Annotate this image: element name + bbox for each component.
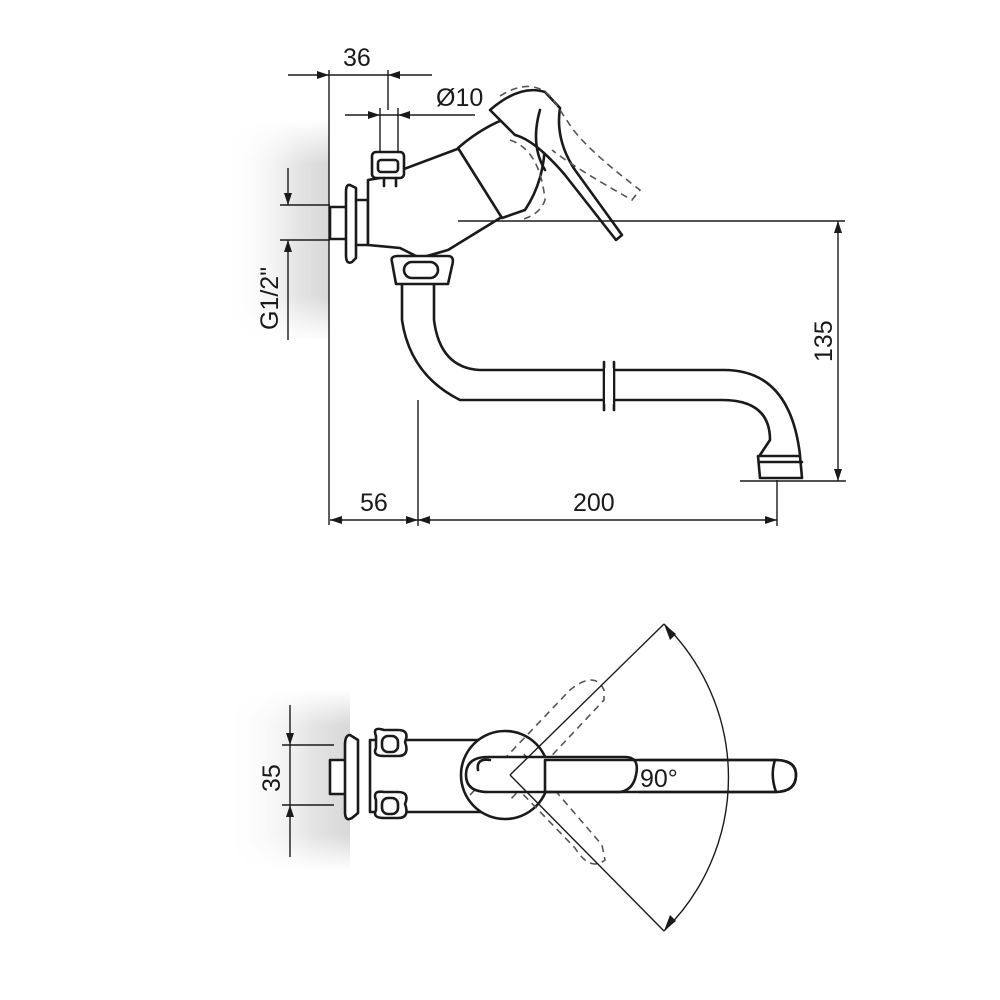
height-label: 135 xyxy=(810,320,838,362)
thread-label: G1/2" xyxy=(256,267,284,330)
diameter-label: Ø10 xyxy=(436,84,483,112)
reach-label: 200 xyxy=(573,489,615,517)
width-label: 35 xyxy=(258,764,286,792)
angle-label: 90° xyxy=(640,765,678,793)
side-view: G1/2" xyxy=(225,44,846,526)
top-view: 35 90° xyxy=(225,623,798,932)
base-offset-label: 56 xyxy=(360,489,388,517)
projection-label: 36 xyxy=(343,44,371,72)
